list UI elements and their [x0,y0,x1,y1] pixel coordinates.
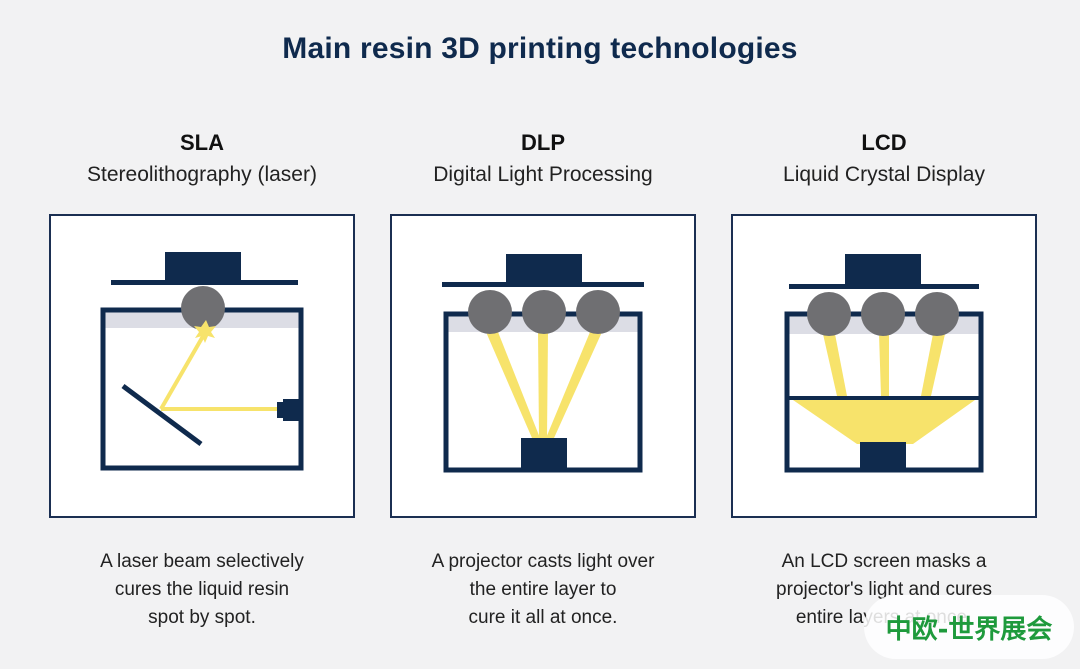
cured-spot [522,290,566,334]
tech-abbr-sla: SLA [180,130,224,155]
build-plate [111,280,298,285]
build-platform-head [845,254,921,286]
build-platform-head [165,252,241,282]
projector [860,442,906,470]
watermark-text: 中欧-世界展会 [885,614,1053,645]
projector-light-fan [793,400,975,444]
column-sla: SLA Stereolithography (laser) A laser be… [49,128,355,632]
description-dlp: A projector casts light over the entire … [390,548,696,632]
light-beam-right [921,334,945,396]
cured-spot [915,292,959,336]
laser-nozzle [277,402,285,418]
mirror [121,383,203,447]
cured-spot [181,286,225,330]
page-title: Main resin 3D printing technologies [282,32,798,65]
tech-full-name-sla: Stereolithography (laser) [87,163,317,186]
diagram-panel-lcd [731,214,1037,518]
description-line: A projector casts light over [431,551,655,572]
tech-abbr-dlp: DLP [521,130,565,155]
projector-diagram-icon [442,254,644,473]
light-beam-left [823,334,847,396]
description-line: A laser beam selectively [100,551,304,572]
cured-spot [468,290,512,334]
description-line: An LCD screen masks a [781,551,987,572]
tech-full-name-dlp: Digital Light Processing [433,163,653,186]
tech-full-name-lcd: Liquid Crystal Display [783,163,985,186]
description-line: projector's light and cures [776,579,992,600]
laser-beam-reflected [159,330,208,410]
light-beam-center [879,334,889,396]
description-line: spot by spot. [148,607,256,628]
watermark-logo: 中欧-世界展会 [864,595,1074,659]
diagram-panel-sla [49,214,355,518]
build-plate [442,282,644,287]
cured-spot [576,290,620,334]
cured-spot [807,292,851,336]
build-plate [789,284,979,289]
projector [521,438,567,470]
tech-abbr-lcd: LCD [861,130,907,155]
light-beam-center [538,332,548,438]
lcd-mask-diagram-icon [784,254,984,473]
description-line: cure it all at once. [468,607,618,628]
build-platform-head [506,254,582,284]
description-line: cures the liquid resin [114,579,290,600]
column-dlp: DLP Digital Light Processing A projector… [390,128,696,632]
description-sla: A laser beam selectively cures the liqui… [49,548,355,632]
diagram-panel-dlp [390,214,696,518]
column-lcd: LCD Liquid Crystal Display An LCD screen… [731,128,1037,632]
cure-burst [194,320,216,343]
laser-source [283,399,301,421]
light-beam-right [546,332,602,438]
description-line: the entire layer to [469,579,617,600]
cured-spot [861,292,905,336]
laser-mirror-diagram-icon [100,252,304,471]
light-beam-left [486,332,540,438]
